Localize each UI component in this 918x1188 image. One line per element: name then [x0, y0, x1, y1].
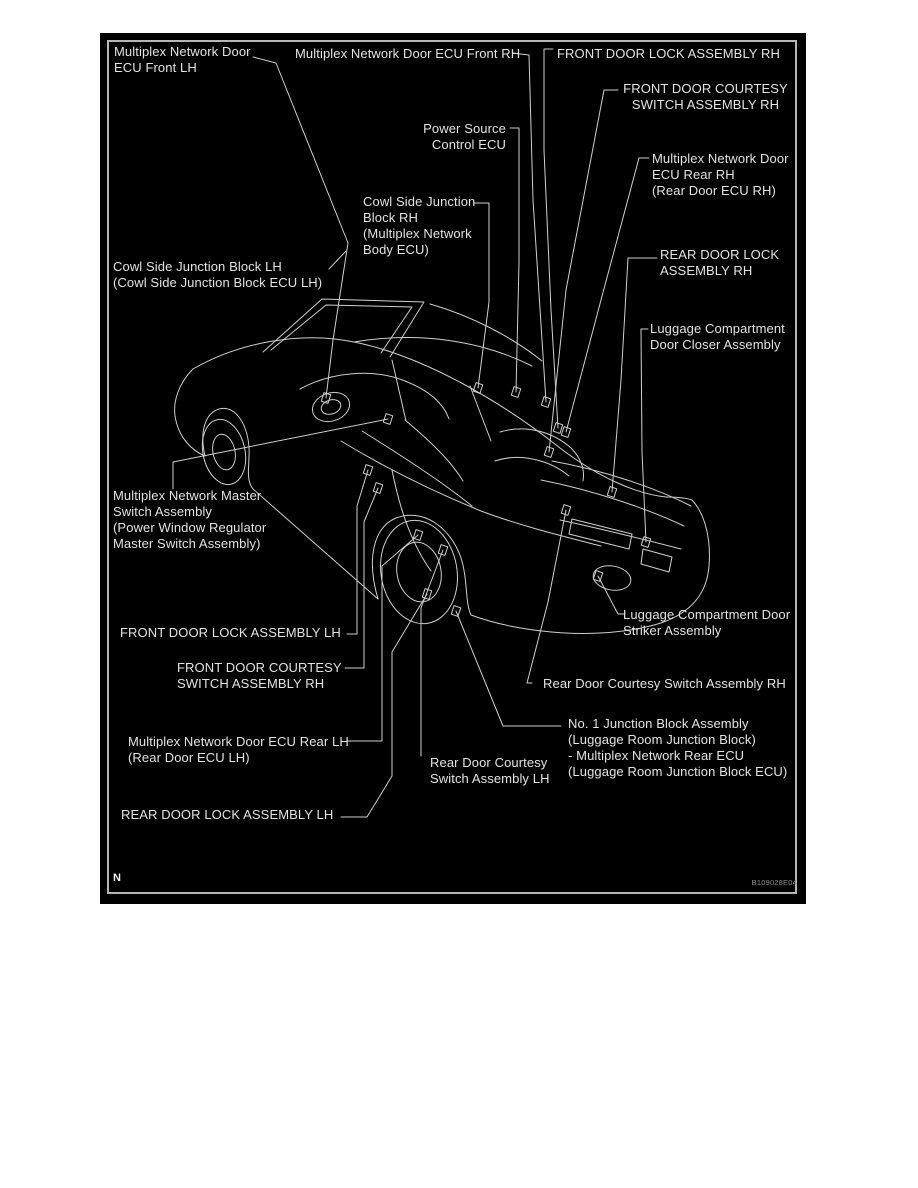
figure-corner-letter: N	[113, 872, 121, 884]
label-front-door-courtesy-lh: FRONT DOOR COURTESY SWITCH ASSEMBLY RH	[177, 660, 342, 691]
figure-frame	[107, 40, 797, 894]
figure-code: B109028E04	[751, 878, 797, 887]
label-rear-courtesy-rh: Rear Door Courtesy Switch Assembly RH	[543, 676, 786, 691]
label-cowl-side-junction-rh: Cowl Side Junction Block RH (Multiplex N…	[363, 194, 476, 257]
label-mnd-ecu-rear-rh: Multiplex Network Door ECU Rear RH (Rear…	[652, 151, 789, 198]
label-cowl-side-junction-lh: Cowl Side Junction Block LH (Cowl Side J…	[113, 259, 323, 290]
label-rear-door-lock-rh: REAR DOOR LOCK ASSEMBLY RH	[660, 247, 780, 278]
label-front-door-lock-rh: FRONT DOOR LOCK ASSEMBLY RH	[557, 46, 781, 61]
label-rear-courtesy-lh: Rear Door Courtesy Switch Assembly LH	[430, 755, 550, 786]
label-mnd-ecu-rear-lh: Multiplex Network Door ECU Rear LH (Rear…	[128, 734, 349, 765]
label-front-door-lock-lh: FRONT DOOR LOCK ASSEMBLY LH	[120, 625, 341, 640]
label-mnd-ecu-front-rh: Multiplex Network Door ECU Front RH	[295, 46, 521, 61]
label-no1-junction-block: No. 1 Junction Block Assembly (Luggage R…	[568, 716, 788, 779]
label-rear-door-lock-lh: REAR DOOR LOCK ASSEMBLY LH	[121, 807, 334, 822]
label-master-switch: Multiplex Network Master Switch Assembly…	[113, 488, 267, 551]
label-luggage-door-closer: Luggage Compartment Door Closer Assembly	[650, 321, 785, 352]
label-power-source-ecu: Power Source Control ECU	[423, 121, 506, 152]
label-luggage-striker: Luggage Compartment Door Striker Assembl…	[623, 607, 791, 638]
label-front-door-courtesy-rh: FRONT DOOR COURTESY SWITCH ASSEMBLY RH	[623, 81, 788, 112]
label-mnd-ecu-front-lh: Multiplex Network Door ECU Front LH	[114, 44, 251, 75]
